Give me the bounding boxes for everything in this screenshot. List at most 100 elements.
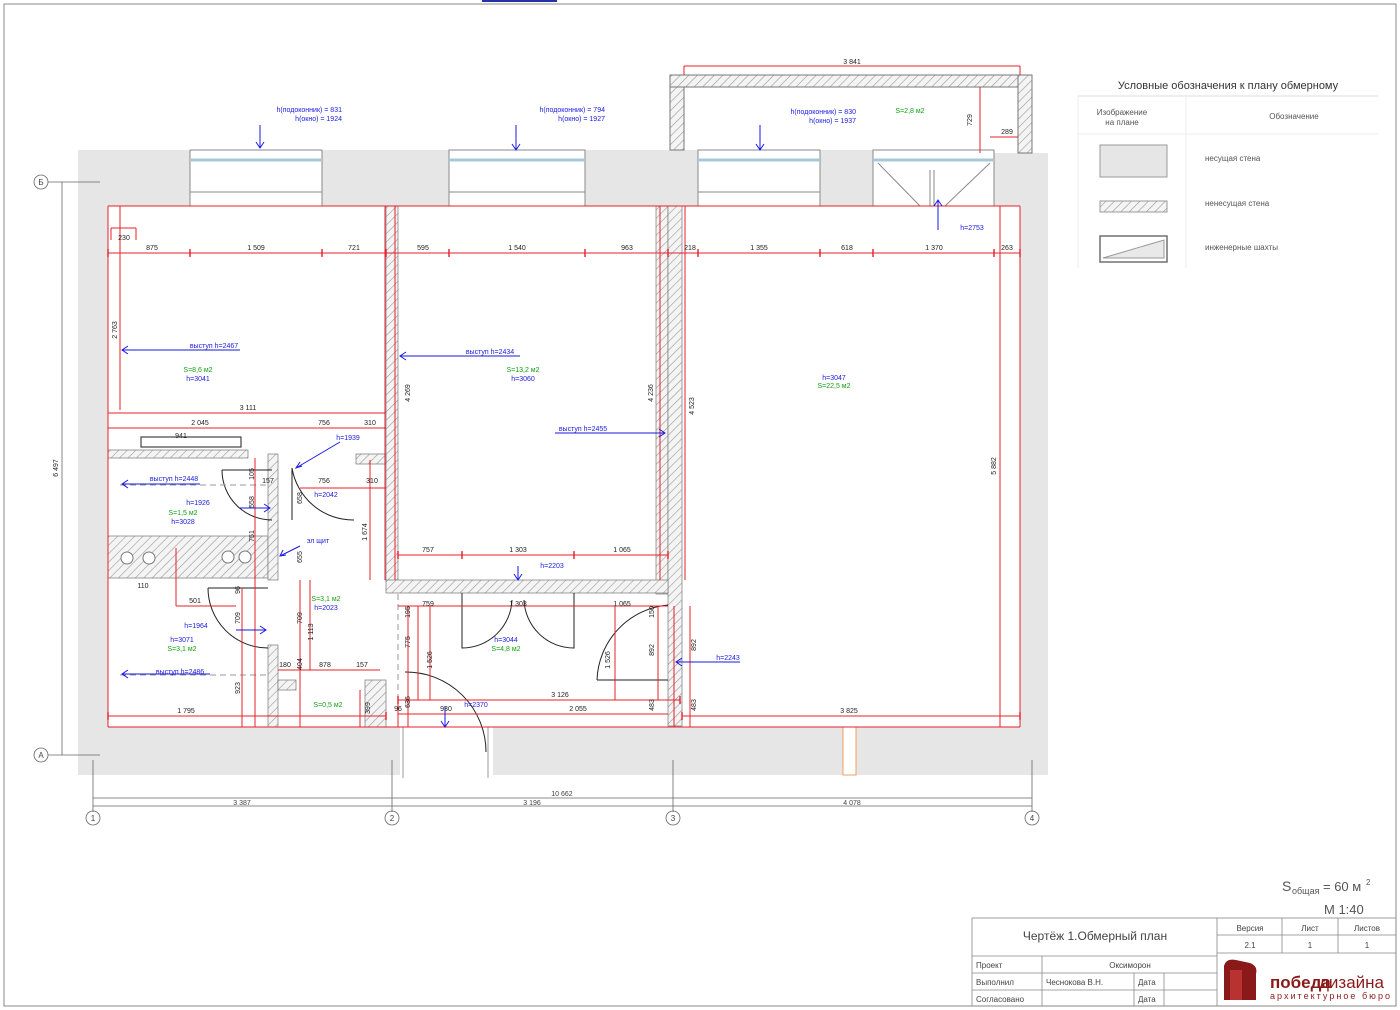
- partition: [267, 453, 279, 581]
- project-value: Оксиморон: [1109, 961, 1151, 970]
- room-area: S=0,5 м2: [313, 702, 342, 709]
- dim-label: 157: [262, 478, 274, 485]
- project-label: Проект: [976, 961, 1003, 970]
- dim-label: 655: [297, 551, 304, 563]
- dim-label: 310: [366, 478, 378, 485]
- date-label: Дата: [1138, 995, 1156, 1004]
- partition: [277, 679, 297, 691]
- load-bearing-wall-icon: [1099, 144, 1168, 178]
- dim-label: 1 540: [508, 245, 526, 252]
- window-height-label: h(окно) = 1927: [558, 116, 605, 123]
- overall-width-label: 10 662: [551, 791, 573, 798]
- load-bearing-wall: [493, 727, 843, 775]
- partition: [267, 644, 279, 728]
- dim-label: 150: [649, 606, 656, 618]
- window-sill-label: h(подоконник) = 830: [791, 109, 857, 116]
- room-height: h=2023: [314, 605, 338, 612]
- author-value: Чеснокова В.Н.: [1046, 978, 1103, 987]
- sheets-label: Листов: [1354, 924, 1380, 933]
- dim-label: 892: [649, 644, 656, 656]
- dim-label: 1 526: [427, 651, 434, 669]
- span-label: 4 078: [843, 800, 861, 807]
- version-value: 2.1: [1244, 941, 1256, 950]
- balcony-width-label: 3 841: [843, 59, 861, 66]
- height-label: h=2753: [960, 225, 984, 232]
- axis-marker-4: 4: [1030, 814, 1035, 823]
- axis-lines: [33, 174, 1040, 826]
- load-bearing-wall: [585, 150, 698, 206]
- dim-label: 110: [137, 583, 148, 590]
- window-height-label: h(окно) = 1937: [809, 118, 856, 125]
- window-notes: h(подоконник) = 831 h(окно) = 1924 h(под…: [277, 107, 857, 125]
- load-bearing-wall: [820, 150, 873, 206]
- dim-label: 1 303: [509, 547, 527, 554]
- scale-label: М 1:40: [1324, 902, 1364, 917]
- dim-label: 1 303: [509, 601, 527, 608]
- company-name-part2: дизайна: [1319, 973, 1385, 992]
- date-label: Дата: [1138, 978, 1156, 987]
- company-logo: победа дизайна архитектурное бюро: [1224, 959, 1390, 1001]
- legend-item-label: несущая стена: [1205, 154, 1261, 163]
- ledge-label: выступ h=2434: [466, 349, 514, 356]
- load-bearing-wall: [78, 150, 108, 775]
- dimension-labels: 875 1 509 721 595 1 540 963 218 1 355 61…: [53, 59, 1013, 715]
- dim-label: 1 674: [362, 523, 369, 541]
- partition: [107, 449, 249, 459]
- dim-label: 892: [691, 639, 698, 651]
- dim-label: 3 111: [240, 405, 257, 412]
- dim-label: 751: [249, 530, 256, 542]
- room-height: h=3028: [171, 519, 195, 526]
- shaft-box: [140, 436, 242, 448]
- total-area-value: = 60 м: [1323, 879, 1361, 894]
- span-label: 3 387: [233, 800, 251, 807]
- dim-label: 721: [348, 245, 360, 252]
- wall-gap: [842, 726, 857, 776]
- dim-label: 157: [356, 662, 368, 669]
- room-labels: S=8,6 м2 h=3041 S=13,2 м2 h=3060 S=22,5 …: [167, 108, 924, 709]
- room-area: S=1,5 м2: [168, 510, 197, 517]
- window-sill-label: h(подоконник) = 794: [540, 107, 606, 114]
- company-tagline: архитектурное бюро: [1270, 991, 1390, 1001]
- title-block-text: Чертёж 1.Обмерный план Версия 2.1 Лист 1…: [976, 924, 1380, 1004]
- room-height: h=3047: [822, 375, 846, 382]
- sheet-frame: [3, 3, 1397, 1007]
- ledge-label: выступ h=2455: [559, 426, 607, 433]
- axis-marker-a: А: [38, 751, 44, 760]
- dim-label: 404: [297, 658, 304, 670]
- dim-label: 3 825: [840, 708, 858, 715]
- ledge-label: выступ h=2448: [150, 476, 198, 483]
- electrical-panel-label: эл щит: [307, 538, 330, 545]
- room-area: S=8,6 м2: [183, 367, 212, 374]
- dim-label: 2 763: [112, 321, 119, 339]
- partition: [385, 205, 399, 582]
- dim-label: 180: [279, 662, 291, 669]
- ledge-label: выступ h=2467: [190, 343, 238, 350]
- dim-label: 399: [365, 702, 372, 714]
- dim-label: 756: [318, 420, 330, 427]
- dim-label: 756: [318, 478, 330, 485]
- load-bearing-wall: [1020, 153, 1048, 775]
- axis-marker-2: 2: [390, 814, 395, 823]
- dim-label: 1 065: [613, 601, 631, 608]
- dim-label: 483: [691, 699, 698, 711]
- dim-label: 1 795: [177, 708, 195, 715]
- height-notes: выступ h=2467 выступ h=2434 выступ h=245…: [150, 225, 984, 709]
- legend-col-meaning: Обозначение: [1269, 112, 1319, 121]
- legend: Условные обозначения к плану обмерному И…: [1077, 80, 1378, 268]
- author-label: Выполнил: [976, 978, 1014, 987]
- dim-label: 1 509: [247, 245, 265, 252]
- height-label: h=1926: [186, 500, 210, 507]
- height-label: h=1964: [184, 623, 208, 630]
- non-load-bearing-wall-icon: [1099, 200, 1168, 213]
- dim-label: 263: [1001, 245, 1013, 252]
- dim-label: 4 523: [689, 397, 696, 415]
- dim-label: 195: [405, 606, 412, 618]
- dim-label: 963: [621, 245, 633, 252]
- dim-label: 775: [405, 636, 412, 648]
- dim-label: 4 236: [648, 384, 655, 402]
- total-area-subscript: общая: [1292, 886, 1320, 896]
- room-area: S=13,2 м2: [506, 367, 539, 374]
- partition: [655, 205, 669, 595]
- span-label: 3 196: [523, 800, 541, 807]
